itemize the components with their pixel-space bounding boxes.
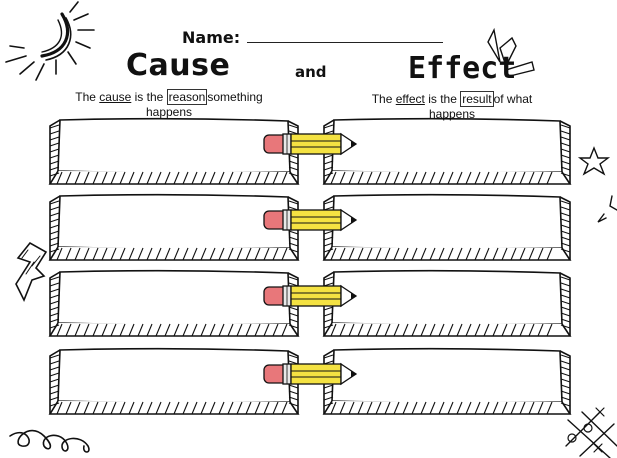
effect-box[interactable] [322,117,572,185]
star-icon [577,146,611,176]
tic-tac-toe-icon [565,407,617,458]
title-cause: Cause [126,48,231,83]
definition-text: is the [424,92,461,106]
sun-icon [5,1,95,81]
name-label: Name: [182,28,241,47]
definition-keyword: cause [99,90,132,104]
cause-box[interactable] [48,117,300,185]
star-icon [597,195,617,223]
pencil-icon [263,284,358,308]
definition-text: The [371,92,396,106]
effect-box[interactable] [322,347,572,415]
pencil-icon [263,362,358,386]
effect-box[interactable] [322,269,572,337]
definition-text: The [75,90,100,104]
cause-box[interactable] [48,269,300,337]
name-input-line[interactable] [247,42,443,43]
definition-boxed-word: reason [166,89,208,105]
definition-keyword: effect [395,92,425,106]
definition-text: of what happens [428,92,533,121]
title-effect: Effect [408,51,517,86]
cause-box[interactable] [48,347,300,415]
lightning-icon [15,241,48,302]
definition-boxed-word: result [460,91,494,107]
effect-box[interactable] [322,193,572,261]
definition-text: is the [131,90,167,104]
streak-icon [487,27,535,77]
pencil-icon [263,132,358,156]
definition-text: something happens [145,90,263,119]
title-and: and [295,63,327,81]
cause-box[interactable] [48,193,300,261]
swirl-icon [9,429,90,453]
pencil-icon [263,208,358,232]
